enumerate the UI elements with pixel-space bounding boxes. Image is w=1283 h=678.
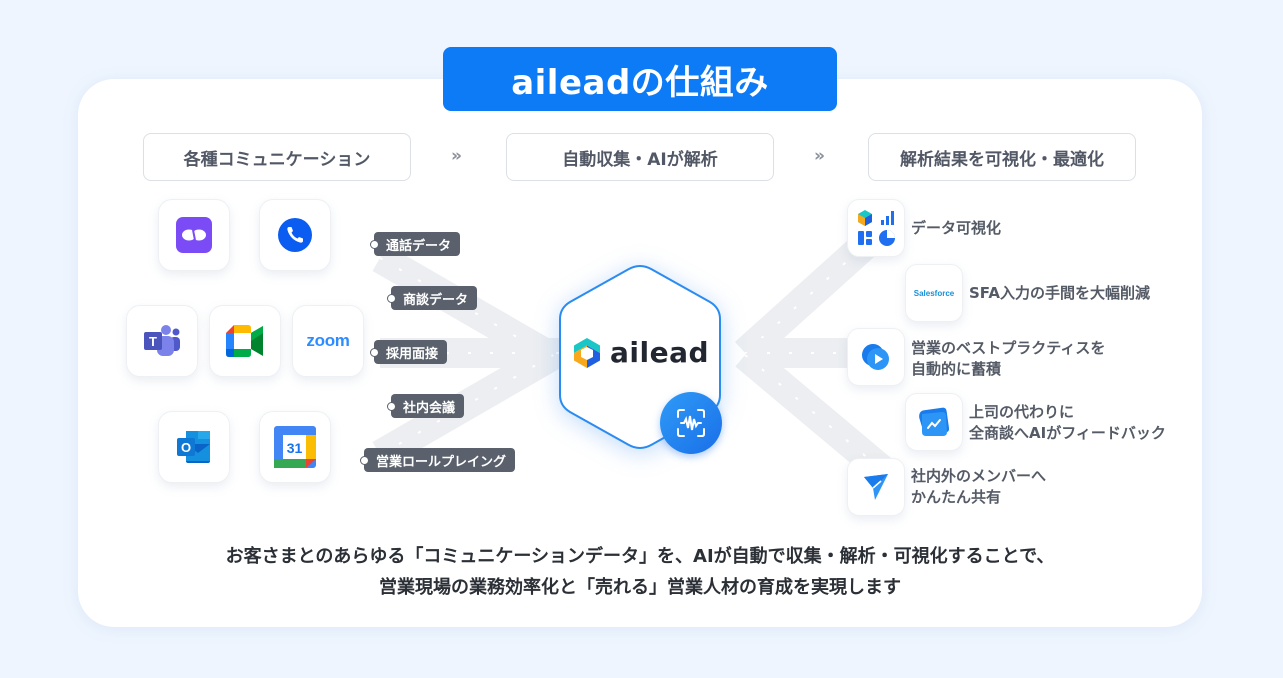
ailead-logo: ailead xyxy=(572,336,709,369)
svg-text:O: O xyxy=(181,440,191,455)
salesforce-logo: Salesforce xyxy=(913,288,955,298)
ailead-logo-icon xyxy=(574,337,600,368)
app-outlook: O xyxy=(158,411,230,483)
voice-scan-badge xyxy=(660,392,722,454)
output-icon-dashboard xyxy=(847,199,905,257)
output-icon-feedback xyxy=(905,393,963,451)
output-icon-playback xyxy=(847,328,905,386)
step-visualize-optimize: 解析結果を可視化・最適化 xyxy=(868,133,1136,181)
output-icon-salesforce: Salesforce xyxy=(905,264,963,322)
output-label-share: 社内外のメンバーへ かんたん共有 xyxy=(911,467,1047,506)
app-phone xyxy=(259,199,331,271)
data-tag-meeting: 商談データ xyxy=(386,286,478,310)
app-chatwork xyxy=(158,199,230,271)
chat-bubbles-icon xyxy=(176,217,212,253)
svg-text:31: 31 xyxy=(287,440,303,456)
feedback-chart-icon xyxy=(919,407,950,436)
playback-icon xyxy=(862,344,889,370)
data-tag-roleplay: 営業ロールプレイング xyxy=(359,448,516,472)
data-tag-internal-meeting: 社内会議 xyxy=(386,394,465,418)
app-teams: T xyxy=(126,305,198,377)
teams-icon: T xyxy=(144,325,180,356)
phone-icon xyxy=(278,218,312,252)
outlook-icon: O xyxy=(177,431,210,463)
app-google-calendar: 31 xyxy=(259,411,331,483)
chevron-right-icon: » xyxy=(451,146,462,166)
page-title: aileadの仕組み xyxy=(443,47,837,111)
app-google-meet xyxy=(209,305,281,377)
google-meet-icon xyxy=(226,325,263,357)
data-tag-call: 通話データ xyxy=(369,232,461,256)
step-ai-analysis: 自動収集・AIが解析 xyxy=(506,133,774,181)
data-tag-interview: 採用面接 xyxy=(369,340,448,364)
chevron-right-icon: » xyxy=(814,146,825,166)
output-label-sfa: SFA入力の手間を大幅削減 xyxy=(969,284,1150,302)
output-label-best-practice: 営業のベストプラクティスを 自動的に蓄積 xyxy=(911,339,1106,378)
summary-line-1: お客さまとのあらゆる「コミュニケーションデータ」を、AIが自動で収集・解析・可視… xyxy=(225,546,1055,567)
share-paper-plane-icon xyxy=(864,474,888,500)
output-icon-share xyxy=(847,458,905,516)
svg-text:T: T xyxy=(149,334,157,349)
app-zoom: zoom xyxy=(292,305,364,377)
summary-line-2: 営業現場の業務効率化と「売れる」営業人材の育成を実現します xyxy=(379,577,901,598)
google-calendar-icon: 31 xyxy=(274,426,316,468)
voice-scan-icon xyxy=(677,409,705,437)
zoom-logo: zoom xyxy=(306,331,350,350)
step-communications: 各種コミュニケーション xyxy=(143,133,411,181)
dashboard-icon xyxy=(858,210,895,246)
ailead-hub: ailead xyxy=(556,262,724,454)
output-label-visualize: データ可視化 xyxy=(911,219,1002,237)
ailead-logo-text: ailead xyxy=(610,336,710,369)
output-label-ai-feedback: 上司の代わりに 全商談へAIがフィードバック xyxy=(969,403,1166,442)
